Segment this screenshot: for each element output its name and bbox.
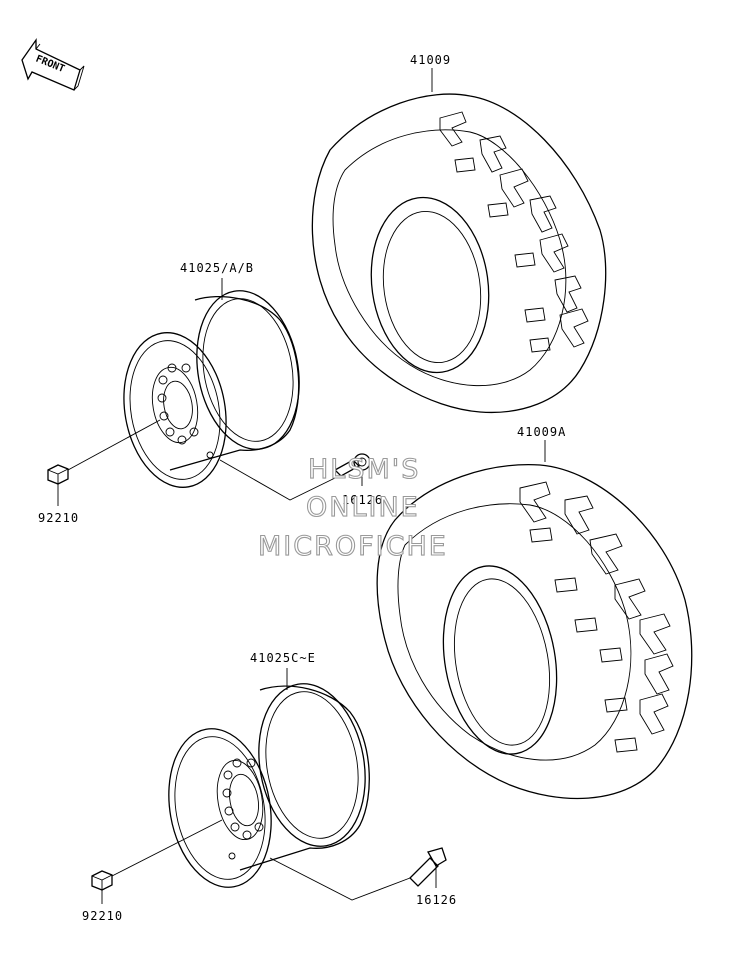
part-label-92210-lower: 92210 <box>82 909 123 923</box>
watermark-line-3: MICROFICHE <box>258 531 448 562</box>
front-arrow-label: FRONT <box>34 54 66 75</box>
nut-92210-upper-icon[interactable] <box>47 464 69 485</box>
part-label-92210-upper: 92210 <box>38 511 79 525</box>
valve-16126-upper-icon[interactable] <box>333 453 371 477</box>
front-arrow-icon: FRONT <box>21 37 85 91</box>
valve-16126-lower-icon[interactable] <box>409 847 447 887</box>
tire-41009[interactable] <box>311 93 607 414</box>
wheel-41025c-e[interactable] <box>157 675 378 895</box>
wheel-41025-a-b[interactable] <box>112 283 311 496</box>
watermark: HLSM'S ONLINE MICROFICHE <box>257 453 448 562</box>
part-label-41025c-e: 41025C~E <box>250 651 316 665</box>
part-label-41009a: 41009A <box>517 425 566 439</box>
part-label-16126-lower: 16126 <box>416 893 457 907</box>
part-label-41025-a-b: 41025/A/B <box>180 261 254 275</box>
watermark-line-2: ONLINE <box>306 492 420 523</box>
part-label-41009: 41009 <box>410 53 451 67</box>
nut-92210-lower-icon[interactable] <box>91 870 113 891</box>
part-label-16126-upper: 16126 <box>342 493 383 507</box>
tire-41009a[interactable] <box>376 464 693 800</box>
watermark-line-1: HLSM'S <box>308 454 420 485</box>
